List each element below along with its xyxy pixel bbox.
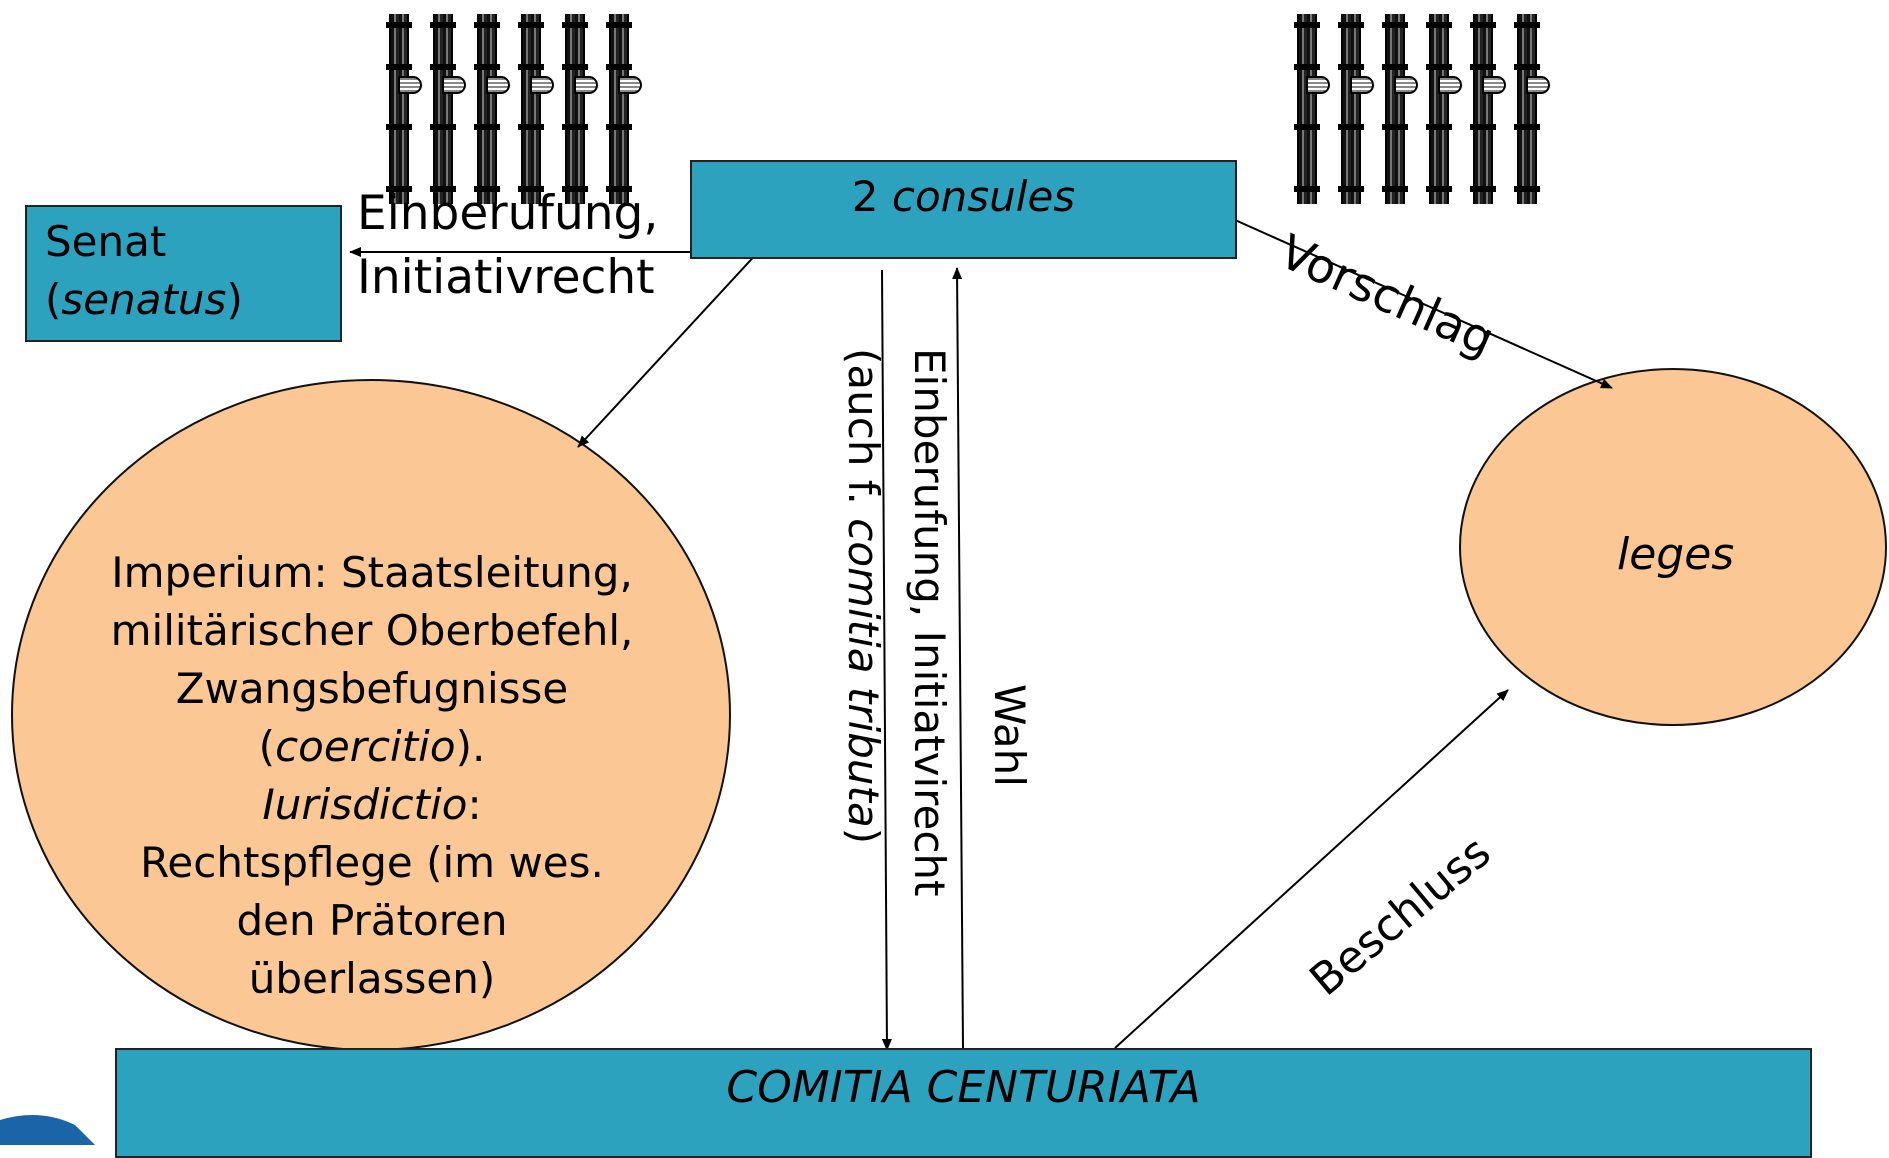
imperium-line: den Prätoren [236,896,508,945]
fasces-icon [1292,14,1330,204]
edge-label-election: Wahl [985,684,1034,787]
fasces-icon [428,14,466,204]
edge-label-convocation-line2: (auch f. comitia tributa) [839,348,888,845]
imperium-line: (coercitio). [258,722,486,771]
senate-label: Senat [45,217,167,266]
fasces-icon [384,14,422,204]
arrow-comitia-to-leges [1114,689,1509,1049]
imperium-line: Iurisdictio: [262,780,482,829]
fasces-icon [1380,14,1418,204]
arrow-comitia-to-consuls [952,267,964,1049]
fasces-icon [472,14,510,204]
fasces-icon [1424,14,1462,204]
imperium-line: überlassen) [248,954,496,1003]
leges-circle [1459,368,1887,726]
corner-swoosh [0,1115,95,1145]
arrow-consuls-to-comitia [881,269,892,1051]
imperium-line: militärischer Oberbefehl, [110,606,634,655]
edge-label-senate-line2: Initiativrecht [357,250,655,305]
fasces-icon-right [1292,14,1550,204]
edge-label-senate-line1: Einberufung, [357,186,659,241]
imperium-line: Imperium: Staatsleitung, [111,548,633,597]
fasces-icon [560,14,598,204]
consuls-box: 2 consules [690,160,1237,259]
comitia-box: COMITIA CENTURIATA [115,1048,1812,1158]
leges-label: leges [1617,529,1735,580]
edge-label-convocation-line1: Einberufung, Initiatvirecht [905,348,954,897]
comitia-label: COMITIA CENTURIATA [726,1062,1201,1113]
arrow-consuls-to-leges [1234,219,1613,389]
consuls-number: 2 [851,172,879,221]
fasces-icon [1512,14,1550,204]
fasces-icon [604,14,642,204]
fasces-icon [516,14,554,204]
fasces-icon [1468,14,1506,204]
consuls-label: 2 consules [692,176,1235,218]
imperium-line: Zwangsbefugnisse [175,664,569,713]
fasces-icon-left [384,14,642,204]
imperium-line: Rechtspflege (im wes. [140,838,604,887]
imperium-text: Imperium: Staatsleitung, militärischer O… [12,544,732,1008]
senate-box: Senat (senatus) [25,205,342,342]
arrow-consuls-to-imperium [577,249,761,448]
fasces-icon [1336,14,1374,204]
senate-latin-label: (senatus) [45,275,243,324]
consuls-name: consules [891,172,1076,221]
